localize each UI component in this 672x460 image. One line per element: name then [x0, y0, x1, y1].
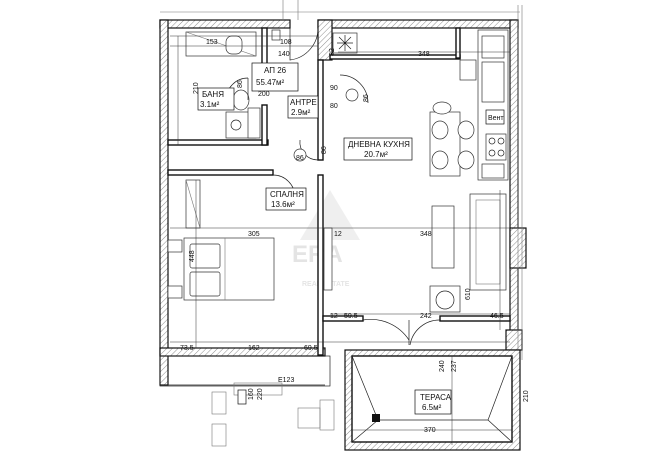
- dim-label: 46.5: [490, 313, 504, 320]
- apartment-label: АП 26: [264, 66, 287, 75]
- living-furniture: [323, 193, 507, 346]
- dim-label: 200: [258, 91, 270, 98]
- dim-label: 59.5: [344, 313, 358, 320]
- terrace: [344, 349, 521, 451]
- dim-label: 69.5: [304, 345, 318, 352]
- hall-label-box: [287, 95, 319, 119]
- dim-label: 370: [424, 427, 436, 434]
- dim-label: 210: [193, 82, 200, 94]
- living-area: 20.7м²: [364, 150, 388, 159]
- hall-area: 2.9м²: [291, 108, 311, 117]
- dim-label: 242: [420, 313, 432, 320]
- apartment-area: 55.47м²: [256, 78, 285, 87]
- dim-label: Е123: [278, 377, 294, 384]
- dim-label: 348: [418, 51, 430, 58]
- terrace-drain-icon: [372, 414, 380, 422]
- dim-label: 12: [334, 231, 342, 238]
- sink-icon: [481, 35, 505, 59]
- dim-label: 80: [330, 103, 338, 110]
- terrace-area: 6.5м²: [422, 403, 442, 412]
- bedroom-area: 13.6м²: [271, 200, 295, 209]
- hall-name: АНТРЕ: [290, 98, 317, 107]
- bedroom-furniture: [167, 174, 296, 301]
- hall-lamp-icon: [345, 88, 359, 102]
- dim-label: 90: [330, 85, 338, 92]
- vent-box: [485, 109, 505, 125]
- dimension-lines: [170, 35, 512, 445]
- wash-basin-icon: [232, 89, 250, 111]
- dim-label: 86: [321, 146, 328, 154]
- bedroom-label-box: [265, 187, 307, 211]
- dim-label: 237: [451, 360, 458, 372]
- sofa: [469, 193, 507, 291]
- hall-fixtures: [271, 27, 369, 162]
- kitchen-fixtures: [429, 29, 509, 181]
- dim-label: 220: [257, 388, 264, 400]
- dim-label: 140: [278, 51, 290, 58]
- entrance-door-swing: [289, 27, 319, 61]
- dim-label: 210: [523, 390, 530, 402]
- interior-walls: [167, 27, 511, 356]
- outer-walls: [159, 19, 527, 387]
- bedroom-name: СПАЛНЯ: [270, 190, 304, 199]
- dim-label: 86: [363, 94, 370, 102]
- toilet-icon: [225, 35, 243, 55]
- dim-label: 448: [189, 250, 196, 262]
- exterior-details: [211, 382, 335, 447]
- vent-label: Вент: [488, 115, 504, 122]
- dim-label: 86: [296, 155, 304, 162]
- dim-label: 73.5: [180, 345, 194, 352]
- coffee-table: [431, 205, 455, 269]
- dim-label: 305: [248, 231, 260, 238]
- terrace-name: ТЕРАСА: [420, 393, 452, 402]
- dim-label: 160: [248, 388, 255, 400]
- dim-label: 86: [237, 80, 244, 88]
- room-labels: АП 26 55.47м² БАНЯ 3.1м² АНТРЕ 2.9м² ДНЕ…: [197, 62, 504, 412]
- bathroom-area: 3.1м²: [200, 100, 220, 109]
- bathroom-label-box: [197, 87, 235, 111]
- dim-label: 108: [280, 39, 292, 46]
- building-edges: [160, 0, 523, 360]
- dim-label: 610: [465, 288, 472, 300]
- living-label-box: [343, 137, 413, 161]
- dim-label: 162: [248, 345, 260, 352]
- dim-label: 12: [330, 313, 338, 320]
- armchair: [429, 285, 461, 313]
- dim-label: 240: [439, 360, 446, 372]
- bathroom-name: БАНЯ: [202, 90, 224, 99]
- dim-label: 348: [420, 231, 432, 238]
- watermark-logo-icon: [300, 190, 360, 240]
- dim-label: 82: [329, 48, 336, 56]
- living-name: ДНЕВНА КУХНЯ: [348, 140, 410, 149]
- dim-label: 153: [206, 39, 218, 46]
- apartment-box: [251, 62, 299, 92]
- terrace-door-swing: [362, 319, 410, 341]
- dimension-labels: 153 108 140 82 348 210 80 90 80 200 86 8…: [180, 39, 530, 434]
- stove-icon: [485, 133, 507, 161]
